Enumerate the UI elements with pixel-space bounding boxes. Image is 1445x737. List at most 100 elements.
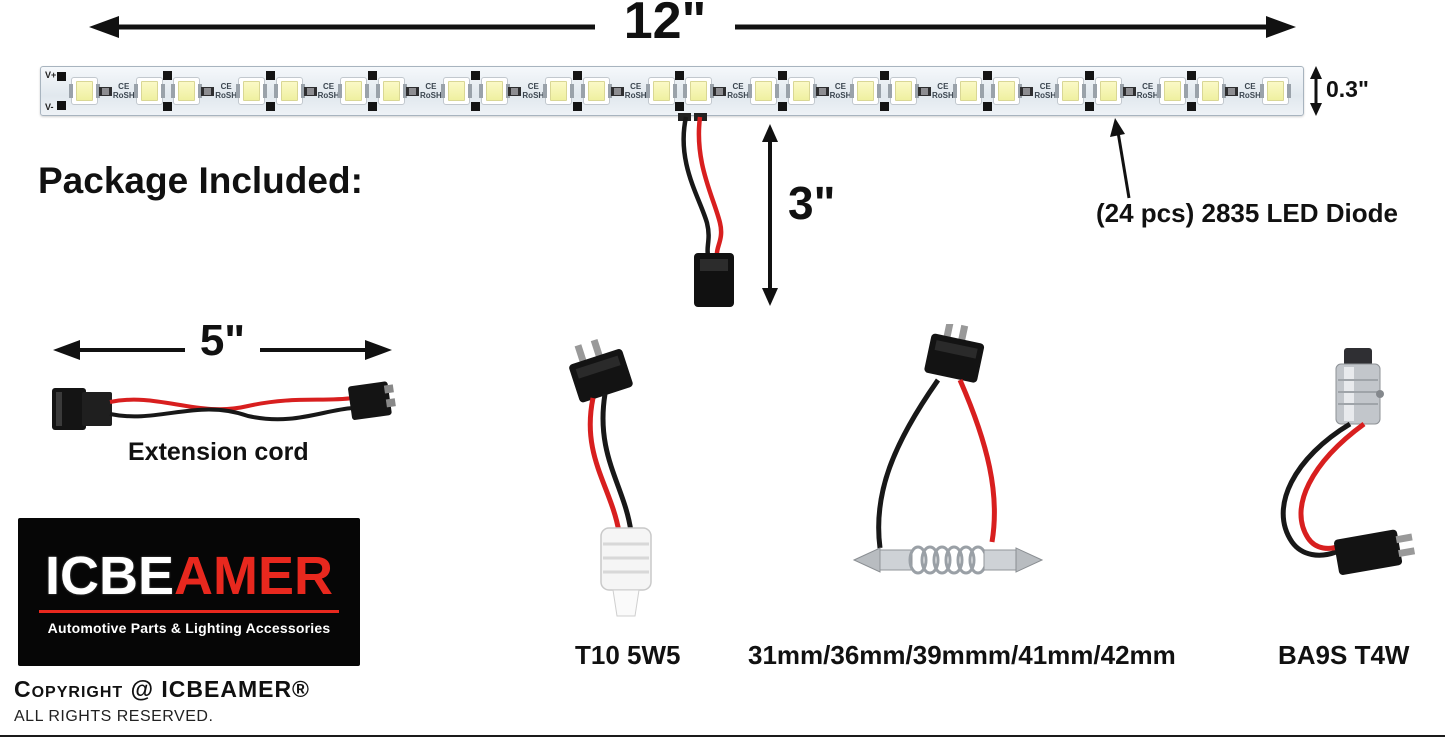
led-chip <box>543 77 575 105</box>
resistor <box>1225 86 1239 96</box>
cut-mark <box>265 71 275 111</box>
led-chip <box>645 77 677 105</box>
led-chip <box>1195 77 1227 105</box>
resistor <box>508 86 522 96</box>
led-chip <box>69 77 100 105</box>
t10-adapter-drawing <box>569 338 652 617</box>
led-chip <box>990 77 1022 105</box>
led-chip <box>888 77 920 105</box>
drop-wire-label: 3" <box>788 177 836 229</box>
led-callout-arrow <box>1110 118 1131 199</box>
cut-mark <box>1187 71 1197 111</box>
led-chip <box>338 77 370 105</box>
extension-cord-drawing <box>52 381 396 430</box>
led-die <box>178 81 196 101</box>
led-chip <box>273 77 305 105</box>
logo-wordmark: ICBEAMER <box>45 549 333 603</box>
solder-pad <box>57 101 66 110</box>
led-chip <box>1092 77 1124 105</box>
festoon-adapter-drawing <box>852 324 1044 575</box>
led-die <box>140 81 158 101</box>
led-chip <box>376 77 408 105</box>
t10-label: T10 5W5 <box>575 640 681 670</box>
led-die <box>895 81 913 101</box>
ba9s-label: BA9S T4W <box>1278 640 1410 670</box>
led-die <box>1099 81 1117 101</box>
power-wire <box>678 113 734 307</box>
led-die <box>345 81 363 101</box>
logo-part-amer: AMER <box>174 545 333 606</box>
led-diode-label: (24 pcs) 2835 LED Diode <box>1096 198 1398 228</box>
led-die <box>76 81 93 101</box>
solder-pad <box>57 72 66 81</box>
led-die <box>1164 81 1182 101</box>
cut-mark <box>573 71 583 111</box>
led-die <box>959 81 977 101</box>
cut-mark <box>880 71 890 111</box>
led-chip <box>235 77 267 105</box>
terminal-v-plus: V+ <box>45 70 57 80</box>
resistor <box>713 86 727 96</box>
led-die <box>690 81 708 101</box>
resistor <box>610 86 624 96</box>
led-chip <box>1055 77 1087 105</box>
cut-mark <box>675 71 685 111</box>
led-die <box>587 81 605 101</box>
led-chip <box>171 77 203 105</box>
led-die <box>485 81 503 101</box>
cut-mark <box>982 71 992 111</box>
led-chip <box>440 77 472 105</box>
resistor <box>1020 86 1034 96</box>
led-die <box>383 81 401 101</box>
led-chip <box>747 77 779 105</box>
resistor <box>1122 86 1136 96</box>
led-chip <box>1259 77 1291 105</box>
rights-text: ALL RIGHTS RESERVED. <box>14 708 214 725</box>
led-die <box>997 81 1015 101</box>
cut-mark <box>1084 71 1094 111</box>
cord-length-label: 5" <box>185 317 260 365</box>
led-die <box>1062 81 1080 101</box>
cut-mark <box>368 71 378 111</box>
logo-divider <box>38 609 340 613</box>
led-chip <box>683 77 715 105</box>
led-die <box>754 81 772 101</box>
resistor <box>98 86 112 96</box>
led-die <box>792 81 810 101</box>
resistor <box>303 86 317 96</box>
led-die <box>242 81 260 101</box>
strip-length-label: 12" <box>595 0 735 49</box>
resistor <box>201 86 215 96</box>
extension-cord-label: Extension cord <box>128 438 309 466</box>
led-chip <box>785 77 817 105</box>
copyright-text: Copyright @ ICBEAMER® <box>14 676 310 702</box>
festoon-label: 31mm/36mm/39mmm/41mm/42mm <box>748 640 1176 670</box>
led-chip <box>952 77 984 105</box>
led-chip <box>580 77 612 105</box>
led-die <box>857 81 875 101</box>
led-die <box>550 81 568 101</box>
package-heading: Package Included: <box>38 160 363 201</box>
led-die <box>280 81 298 101</box>
led-chip <box>1157 77 1189 105</box>
icbeamer-logo: ICBEAMER Automotive Parts & Lighting Acc… <box>18 518 360 666</box>
led-die <box>447 81 465 101</box>
led-die <box>652 81 670 101</box>
dimension-arrow-03in <box>1310 66 1322 116</box>
terminal-v-minus: V- <box>45 102 54 112</box>
dimension-arrow-3in <box>762 124 778 306</box>
ba9s-adapter-drawing <box>1280 348 1416 575</box>
cut-mark <box>163 71 173 111</box>
